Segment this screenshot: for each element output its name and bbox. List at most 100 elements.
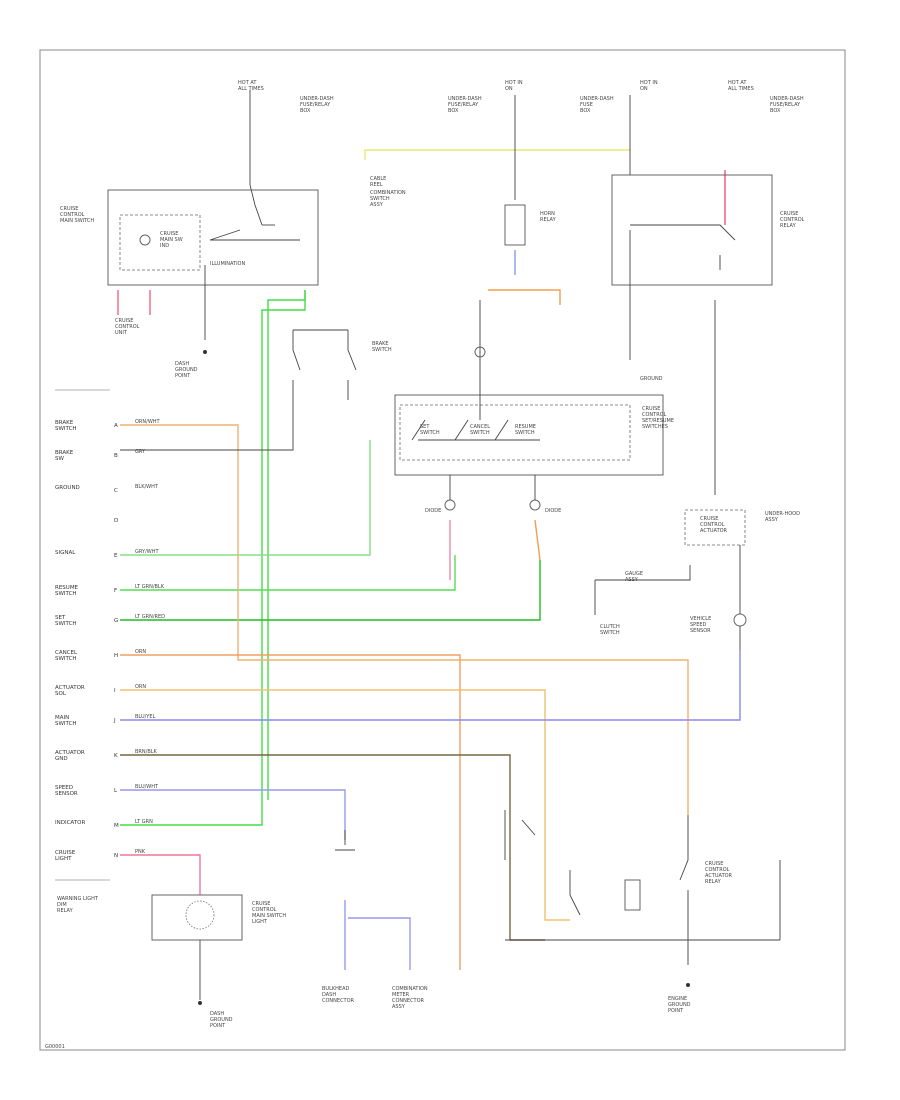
speed-sensor-l3: SENSOR — [690, 628, 711, 634]
pin-wire-color: ORN — [135, 649, 146, 655]
relay-right-l1: CRUISE — [780, 211, 798, 217]
clutch-l2: SWITCH — [600, 630, 620, 636]
actuator-l2: CONTROL — [700, 522, 725, 528]
sw-resume-l1: RESUME — [515, 424, 536, 430]
steering-leads — [449, 475, 536, 500]
pin-label: LIGHT — [55, 856, 72, 862]
horn-l2: RELAY — [540, 217, 557, 223]
pin-letter: K — [114, 753, 118, 759]
actuator-l1: CRUISE — [700, 516, 718, 522]
clock-spring2-l3: ASSY — [370, 202, 384, 208]
clock-spring2-l2: SWITCH — [370, 196, 390, 202]
module-switch — [204, 229, 300, 340]
wire-green-2 — [267, 290, 306, 800]
main-switch-inner — [119, 214, 201, 271]
pin-label: MAIN — [55, 715, 69, 721]
pin-label: SWITCH — [55, 721, 77, 727]
brake-right-l2: CONTROL — [705, 867, 730, 873]
fuse-c-side-l2: FUSE — [580, 102, 593, 108]
pin-letter: C — [114, 488, 118, 494]
pin-label: GROUND — [55, 485, 80, 491]
wire-brown — [120, 754, 545, 941]
pin-wire-color: LT GRN — [135, 819, 153, 825]
fuse-a-side-l1: UNDER-DASH — [300, 96, 334, 102]
module-l1: CRUISE — [60, 206, 78, 212]
steering-switch-box — [394, 394, 664, 476]
fuse-d-l2: ALL TIMES — [728, 86, 754, 92]
actuator-l3: ACTUATOR — [700, 528, 728, 534]
clock-spring-l2: REEL — [370, 182, 383, 188]
relay-right-l2: CONTROL — [780, 217, 805, 223]
wire-pink-1 — [120, 854, 201, 895]
module-inner-l1: CRUISE — [160, 231, 178, 237]
fuse-b-side-l1: UNDER-DASH — [448, 96, 482, 102]
ground-dot-br — [686, 983, 690, 987]
wire-orange-3 — [120, 689, 570, 921]
pin-letter: G — [114, 618, 118, 624]
bottom-relay-3 — [679, 815, 689, 965]
pin-label: SOL — [55, 691, 67, 697]
fuse-b-l1: HOT IN — [505, 80, 523, 86]
combo-bl-l1: CRUISE — [252, 901, 270, 907]
fuse-c-side-l1: UNDER-DASH — [580, 96, 614, 102]
clock-spring2-l1: COMBINATION — [370, 190, 406, 196]
lower-left-note-l1: WARNING LIGHT — [57, 896, 99, 902]
pin-letter: N — [114, 853, 118, 859]
wire-blue-1 — [120, 650, 741, 721]
pin-wire-color: GRY/WHT — [135, 549, 159, 555]
bottom-relay-bar — [505, 860, 781, 941]
clutch-l1: CLUTCH — [600, 624, 620, 630]
pin-wire-color: PNK — [135, 849, 146, 855]
fuse-b-side-l3: BOX — [448, 108, 459, 114]
ground-br-l2: GROUND — [668, 1002, 691, 1008]
sw-set-l2: SWITCH — [420, 430, 440, 436]
steering-l2: CONTROL — [642, 412, 667, 418]
brake-sw-l1: BRAKE — [372, 341, 389, 347]
pin-letter: E — [114, 553, 118, 559]
pin-letter: J — [113, 718, 116, 724]
module-l2: CONTROL — [60, 212, 85, 218]
pin-wire-color: BLU/YEL — [135, 714, 156, 720]
bottom-mid-b-l1: COMBINATION — [392, 986, 428, 992]
pin-wire-color: BLK/WHT — [135, 484, 159, 490]
module-inner-l3: IND — [160, 243, 169, 249]
pin-label: SWITCH — [55, 591, 77, 597]
combo-bl-l3: MAIN SWITCH — [252, 913, 286, 919]
fuse-d-l1: HOT AT — [728, 80, 747, 86]
fuse-a-l2: ALL TIMES — [238, 86, 264, 92]
bottom-relay-coil — [624, 879, 641, 911]
ground-dot-left — [203, 350, 207, 354]
fuse-c-l1: HOT IN — [640, 80, 658, 86]
fuse-b-l2: ON — [505, 86, 513, 92]
actuator-side-l1: UNDER-HOOD — [765, 511, 800, 517]
steering-l4: SWITCHES — [642, 424, 668, 430]
pin-letter: D — [114, 518, 118, 524]
ground-br-l3: POINT — [668, 1008, 684, 1014]
lower-left-note-l2: DIM — [57, 902, 67, 908]
pin-letter: A — [114, 423, 118, 429]
module-inner-l2: MAIN SW — [160, 237, 183, 243]
ground-dash-l2: GROUND — [175, 367, 198, 373]
steering-l3: SET/RESUME — [642, 418, 674, 424]
combo-switch-dial — [185, 900, 215, 930]
combo-switch-box — [151, 894, 243, 941]
fuse-a-side-l2: FUSE/RELAY — [300, 102, 331, 108]
fuse-d-side-l1: UNDER-DASH — [770, 96, 804, 102]
wire-green-1 — [120, 290, 306, 826]
